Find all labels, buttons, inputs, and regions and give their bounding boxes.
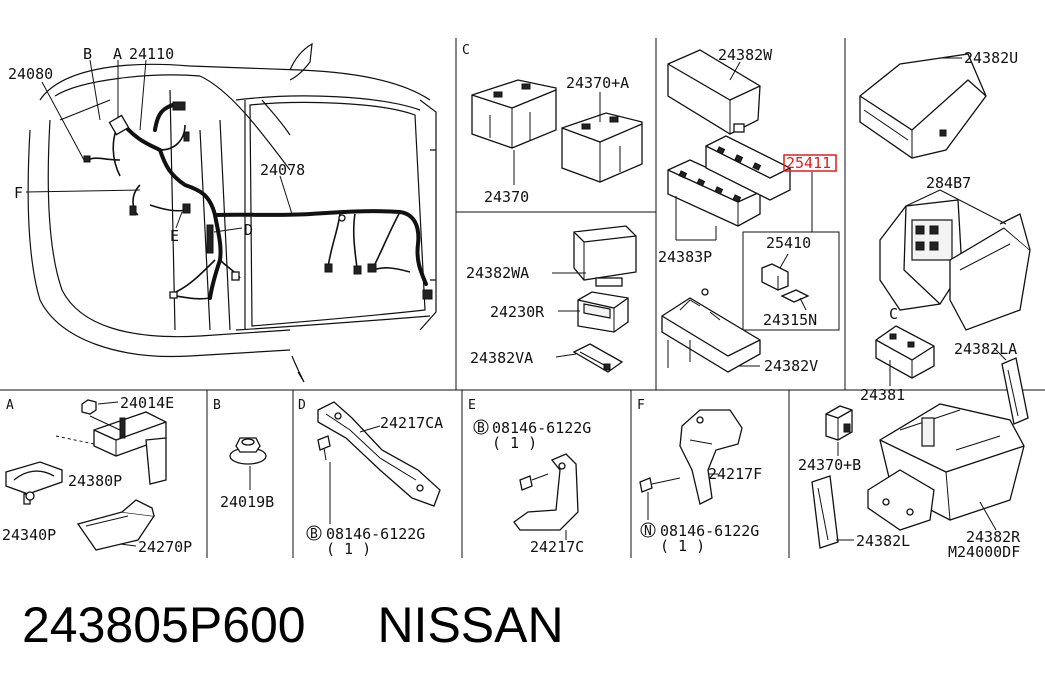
callout-08146-d: 08146-6122G — [326, 525, 425, 543]
bolt-08146-e — [519, 473, 549, 491]
callout-qty-d: ( 1 ) — [326, 540, 371, 558]
callout-24019b: 24019B — [220, 493, 274, 511]
callout-24340p: 24340P — [2, 526, 56, 544]
callout-24217ca: 24217CA — [380, 414, 443, 432]
nut-24014e — [81, 399, 97, 415]
callout-24382w: 24382W — [718, 46, 773, 64]
fuse-box-cover-24382u — [859, 53, 987, 159]
footer-part-number: 243805P600 — [22, 597, 306, 653]
car-callout-lines — [25, 59, 293, 233]
callout-qty-f: ( 1 ) — [660, 537, 705, 555]
bolt-symbol-B-d — [306, 525, 322, 541]
bolt-symbol-N-f — [640, 522, 656, 538]
callout-24382la: 24382LA — [954, 340, 1017, 358]
callout-24370-a: 24370+A — [566, 74, 629, 92]
callout-A: A — [113, 45, 122, 63]
cover-24382la — [1001, 357, 1029, 425]
callout-24382r: 24382R — [966, 528, 1021, 546]
bolt-symbol-B-e-letter: B — [477, 421, 485, 436]
cover-24382l — [811, 475, 839, 549]
heat-shield-24270p — [76, 499, 156, 551]
relay-block-24381 — [875, 325, 935, 379]
relay-24370-b — [825, 405, 853, 441]
relay-24382wa — [573, 225, 637, 287]
battery-24370-a — [561, 112, 643, 183]
section-label-E: E — [468, 398, 476, 413]
footer: 243805P600 NISSAN — [22, 596, 564, 654]
callout-25410: 25410 — [766, 234, 811, 252]
relay-25410 — [761, 253, 789, 291]
callout-24014e: 24014E — [120, 394, 174, 412]
fuse-box-cover-24382w — [667, 49, 761, 135]
footer-brand: NISSAN — [377, 597, 564, 653]
section-label-C: C — [462, 43, 470, 58]
bolt-symbol-B-e — [473, 419, 489, 435]
section-label-F: F — [637, 398, 645, 413]
bolt-symbol-B-d-letter: B — [310, 527, 318, 542]
battery-tray-24382r — [867, 403, 1025, 531]
section-label-A: A — [6, 398, 14, 413]
callout-24383p: 24383P — [658, 248, 712, 266]
bracket-24217ca — [317, 401, 441, 507]
callout-24382u: 24382U — [964, 49, 1018, 67]
bracket-24217f — [679, 409, 743, 505]
battery-bracket-24380p — [93, 411, 167, 485]
callout-24382va: 24382VA — [470, 349, 533, 367]
highlight-25411 — [783, 154, 837, 172]
callout-24380p: 24380P — [68, 472, 122, 490]
callout-24370-b: 24370+B — [798, 456, 861, 474]
callout-24230r: 24230R — [490, 303, 545, 321]
battery-24370 — [471, 79, 557, 149]
callout-D: D — [244, 221, 253, 239]
fuse-24315n — [780, 289, 810, 303]
wiring-harness — [83, 101, 433, 300]
callout-24217f: 24217F — [708, 465, 762, 483]
callout-E: E — [170, 227, 179, 245]
panel-grid — [0, 38, 1045, 558]
callout-24110: 24110 — [129, 45, 174, 63]
callout-24382v: 24382V — [764, 357, 818, 375]
callout-08146-f: 08146-6122G — [660, 522, 759, 540]
section-label-D: D — [298, 398, 306, 413]
fuse-block-24383p — [667, 135, 791, 227]
inset-box-25410 — [742, 231, 840, 331]
callout-24080: 24080 — [8, 65, 53, 83]
fuse-box-base-24382v — [661, 288, 761, 373]
callout-C-box: C — [889, 305, 898, 323]
relay-box-284b7 — [879, 199, 1031, 331]
callout-24270p: 24270P — [138, 538, 192, 556]
fuse-holder-24230r — [577, 291, 629, 333]
callout-24370: 24370 — [484, 188, 529, 206]
callout-B: B — [83, 45, 92, 63]
callout-F: F — [14, 184, 23, 202]
callout-24315n: 24315N — [763, 311, 817, 329]
nut-24019b — [229, 437, 267, 465]
callout-25411: 25411 — [786, 154, 831, 172]
bolt-08146-f — [639, 477, 681, 493]
section-label-B: B — [213, 398, 221, 413]
callout-24382l: 24382L — [856, 532, 910, 550]
callout-08146-e: 08146-6122G — [492, 419, 591, 437]
callout-24078: 24078 — [260, 161, 305, 179]
callout-24382wa: 24382WA — [466, 264, 529, 282]
callout-24217c: 24217C — [530, 538, 584, 556]
bracket-24217c — [513, 453, 579, 531]
bolt-08146-d — [317, 435, 331, 461]
bolt-symbol-N-f-letter: N — [644, 524, 652, 539]
callout-284b7: 284B7 — [926, 174, 971, 192]
callout-m24000df: M24000DF — [948, 543, 1020, 561]
battery-clamp-24340p — [5, 461, 63, 505]
callout-24381: 24381 — [860, 386, 905, 404]
cover-24382va — [572, 343, 624, 373]
callout-qty-e: ( 1 ) — [492, 434, 537, 452]
